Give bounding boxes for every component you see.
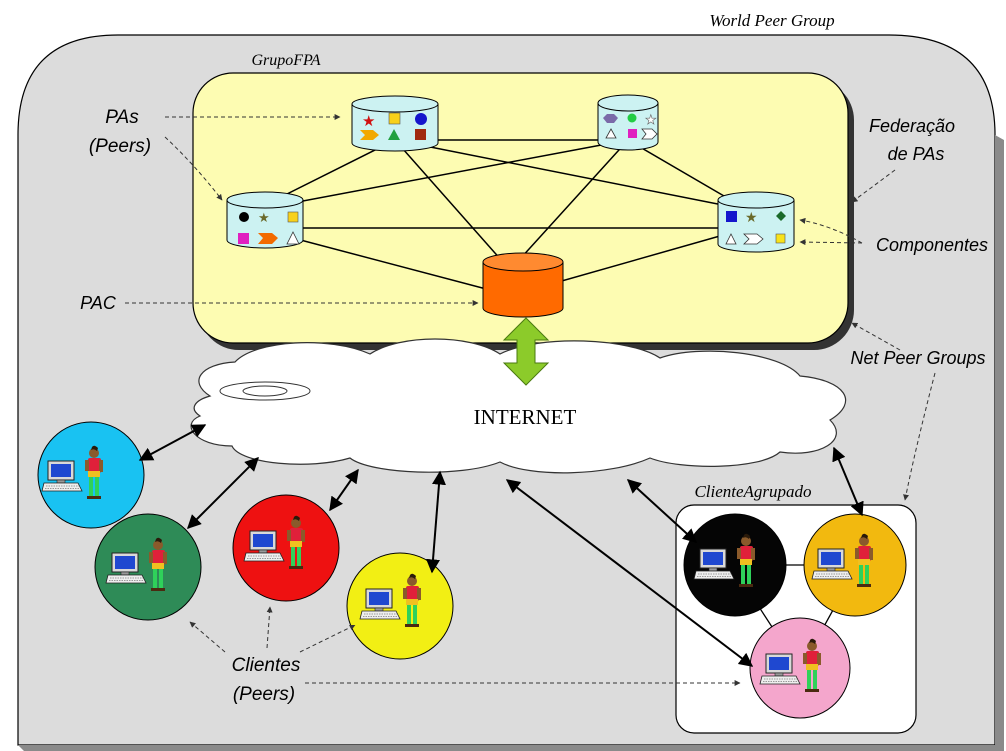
square-component-icon [775,233,786,244]
triangle-component-icon [388,129,400,140]
star-component-icon: ★ [645,112,657,127]
circle-component-icon [627,113,637,123]
triangle-component-icon [286,231,300,245]
pa-server-4[interactable]: ★ [717,191,795,253]
cliente-agrupado-label: ClienteAgrupado [694,482,811,501]
star-component-icon: ★ [362,113,375,130]
square-component-icon [415,129,426,140]
circle-component-icon [415,113,427,125]
client-peer-pink[interactable] [749,617,851,719]
pac-server[interactable] [482,252,564,318]
internet-pac-link [502,317,550,386]
internet-cloud [190,338,847,474]
client-peer-red[interactable] [232,494,340,602]
client-peer-black[interactable] [683,513,787,617]
cross-component-icon [287,211,299,223]
client-peer-yellow[interactable] [346,552,454,660]
square-component-icon [238,233,249,244]
client-internet-links [138,424,864,667]
net-peer-groups-label: Net Peer Groups [850,348,985,368]
star-component-icon: ★ [258,210,270,225]
star-component-icon: ★ [745,209,758,225]
cross-component-icon [726,211,737,222]
clientes-label-line1: Clientes [232,655,301,676]
pas-label-line1: PAs [105,107,139,128]
grupo-fpa-label: GrupoFPA [251,52,320,69]
world-peer-group-label: World Peer Group [709,11,834,30]
hexagon-component-icon [603,114,618,123]
triangle-component-icon [725,233,737,245]
pa-server-2[interactable]: ★ [597,94,659,151]
pa-server-3[interactable]: ★ [226,191,304,249]
cross-component-icon [388,112,401,125]
triangle-component-icon [605,128,617,139]
clientes-label-line2: (Peers) [233,684,295,705]
pac-label: PAC [80,293,117,313]
chevron-component-icon [360,130,379,140]
square-component-icon [628,129,637,138]
internet-label: INTERNET [474,405,577,429]
federacao-label-line2: de PAs [888,144,945,164]
client-peer-green[interactable] [94,513,202,621]
annotation-pointers [125,114,936,686]
circle-component-icon [239,212,249,222]
pa-server-1[interactable]: ★ [351,95,439,152]
chevron-component-icon [258,233,278,244]
client-peer-cyan[interactable] [37,421,145,529]
componentes-label: Componentes [876,235,988,255]
chevron-component-icon [641,128,658,140]
federacao-label-line1: Federação [869,116,955,136]
client-peer-orange[interactable] [803,513,907,617]
chevron-component-icon [743,233,764,245]
pas-label-line2: (Peers) [89,136,151,157]
pa-mesh-links [254,139,749,291]
diamond-component-icon [776,211,786,221]
